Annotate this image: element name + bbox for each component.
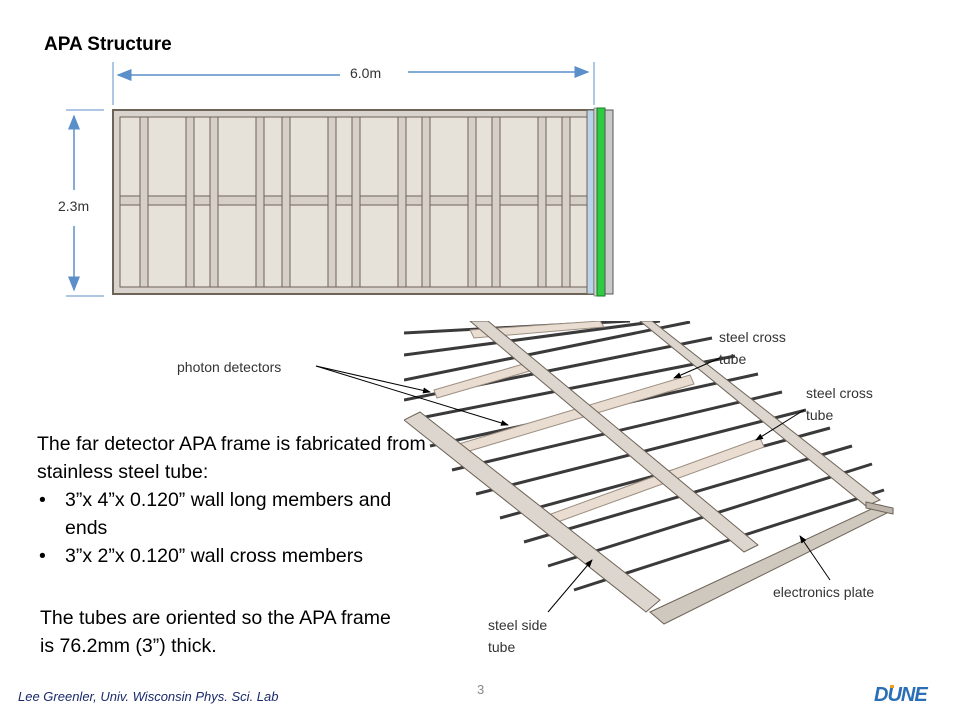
- width-dimension-label: 6.0m: [350, 65, 382, 81]
- bullet-list: 3”x 4”x 0.120” wall long members and end…: [37, 486, 437, 570]
- footer-author: Lee Greenler, Univ. Wisconsin Phys. Sci.…: [18, 689, 279, 704]
- photon-detectors-callout: photon detectors: [177, 359, 282, 375]
- callout-line: steel cross: [719, 329, 786, 345]
- bullet-item: 3”x 2”x 0.120” wall cross members: [37, 542, 437, 570]
- electronics-plate-callout: electronics plate: [773, 584, 875, 600]
- callout-line: tube: [719, 351, 747, 367]
- page-number: 3: [477, 682, 485, 697]
- height-dimension-line: [66, 109, 104, 297]
- closing-paragraph: The tubes are oriented so the APA frame …: [40, 607, 391, 657]
- callout-line: tube: [488, 639, 516, 655]
- steel-side-tube-callout: steel side tube: [488, 614, 547, 658]
- bullet-item: 3”x 4”x 0.120” wall long members and end…: [37, 486, 437, 542]
- dune-logo: DUNE: [874, 684, 929, 706]
- steel-cross-tube-callout-2: steel cross tube: [806, 382, 873, 426]
- svg-text:DUNE: DUNE: [874, 684, 928, 706]
- callout-line: tube: [806, 407, 834, 423]
- slide-title: APA Structure: [44, 34, 172, 55]
- intro-paragraph: The far detector APA frame is fabricated…: [37, 433, 426, 483]
- apa-frame-front: [112, 107, 614, 297]
- callout-line: steel side: [488, 617, 548, 633]
- width-dimension-line: [112, 62, 595, 105]
- callout-line: steel cross: [806, 385, 873, 401]
- height-dimension-label: 2.3m: [58, 198, 90, 214]
- steel-cross-tube-callout-1: steel cross tube: [719, 326, 786, 370]
